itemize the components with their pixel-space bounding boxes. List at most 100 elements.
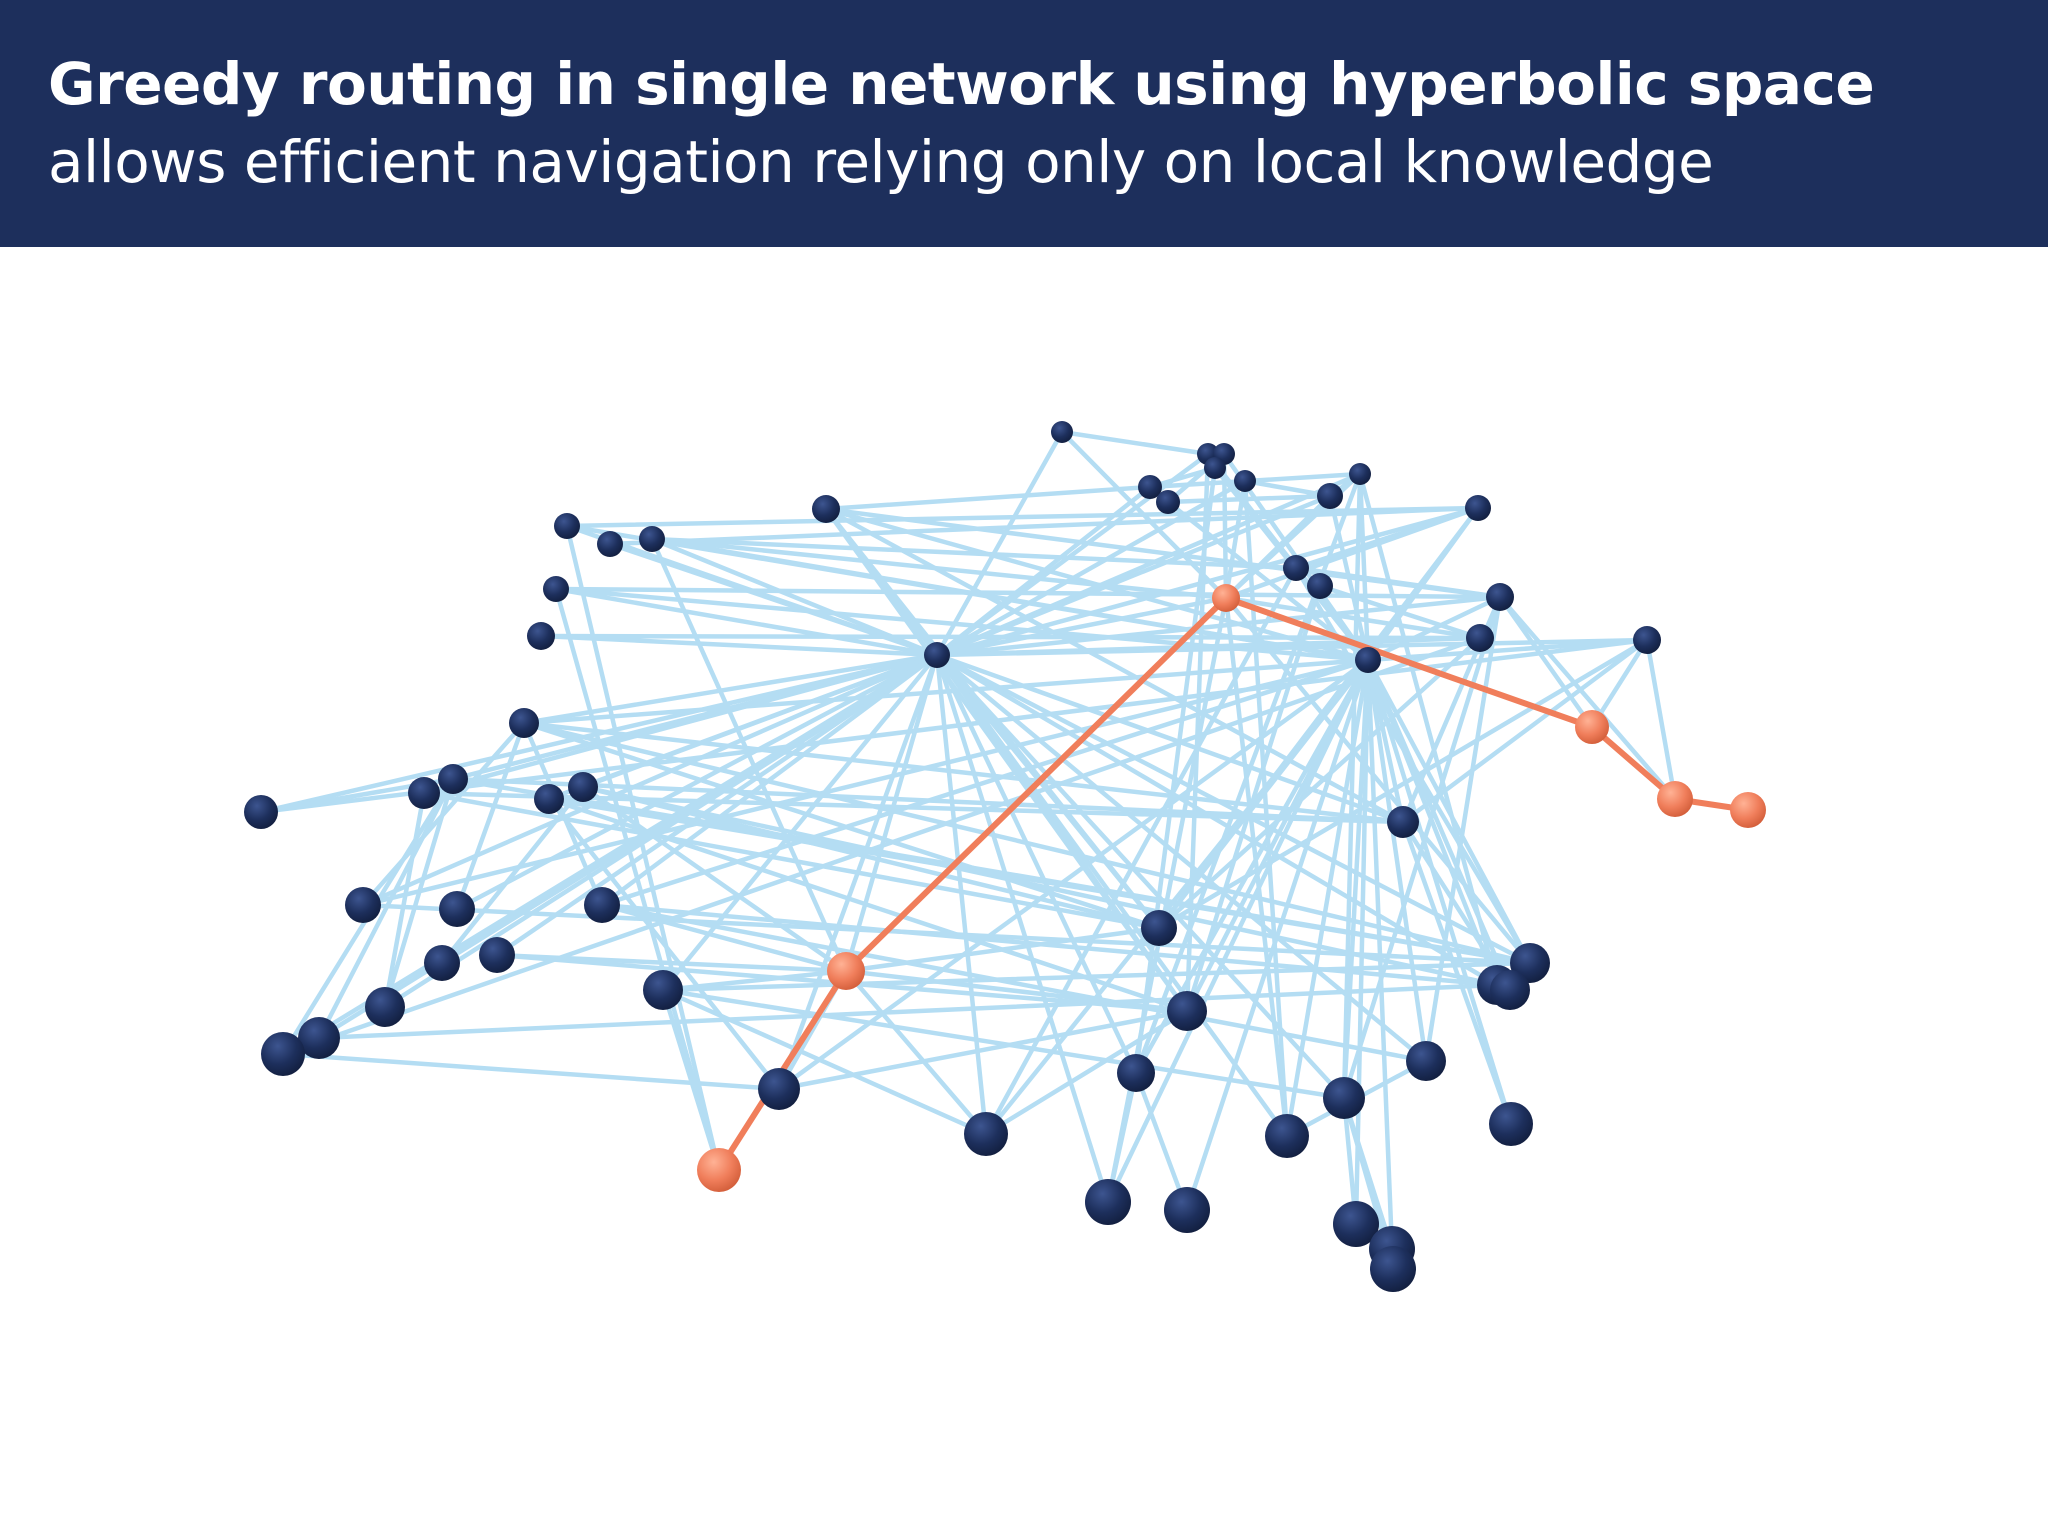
route-source-node	[697, 1148, 741, 1192]
network-edge	[1221, 451, 1229, 601]
network-edge	[934, 652, 1290, 1139]
network-edge	[934, 652, 1500, 988]
network-node	[1283, 555, 1309, 581]
network-node	[1489, 1102, 1533, 1146]
network-node	[1317, 483, 1343, 509]
slide-subtitle: allows efficient navigation relying only…	[48, 128, 1714, 196]
network-node	[1486, 583, 1514, 611]
route-node	[827, 952, 865, 990]
network-edge	[607, 505, 1481, 547]
network-node	[639, 526, 665, 552]
network-edge	[1059, 429, 1229, 601]
network-edge	[1223, 595, 1533, 966]
network-edge	[1223, 595, 1290, 1139]
network-node	[1323, 1077, 1365, 1119]
network-edge	[1365, 657, 1429, 1064]
route-target-node	[1730, 792, 1766, 828]
network-node	[1406, 1041, 1446, 1081]
network-edge	[316, 982, 1500, 1041]
network-nodes	[244, 421, 1766, 1292]
network-edge	[599, 657, 1371, 908]
network-node	[365, 987, 405, 1027]
network-node	[527, 622, 555, 650]
network-edge	[1184, 583, 1323, 1014]
network-edge	[934, 652, 989, 1137]
network-node	[1307, 573, 1333, 599]
network-edge	[934, 429, 1065, 658]
network-node	[408, 777, 440, 809]
network-edge	[1293, 565, 1503, 600]
network-edge	[521, 720, 1406, 825]
header-banner: Greedy routing in single network using h…	[0, 0, 2048, 247]
network-edge	[843, 652, 940, 974]
network-node	[1085, 1179, 1131, 1225]
network-edges	[258, 429, 1678, 1272]
network-edge	[983, 565, 1299, 1137]
network-edge	[1223, 493, 1333, 601]
network-node	[439, 891, 475, 927]
network-edge	[1223, 505, 1481, 601]
network-edge	[776, 657, 1371, 1092]
network-edge	[454, 720, 527, 912]
network-edge	[360, 652, 940, 908]
network-node	[1141, 910, 1177, 946]
network-edge	[1353, 657, 1371, 1227]
network-node	[543, 576, 569, 602]
network-edge	[1365, 637, 1650, 663]
network-edge	[660, 968, 849, 993]
network-node	[924, 642, 950, 668]
network-edge	[599, 902, 1429, 1064]
network-node	[758, 1068, 800, 1110]
network-edge	[843, 968, 989, 1137]
network-node	[1355, 647, 1381, 673]
network-edge	[1059, 429, 1211, 457]
network-node	[568, 772, 598, 802]
network-node	[1156, 490, 1180, 514]
network-node	[1466, 624, 1494, 652]
network-node	[1370, 1246, 1416, 1292]
network-node	[1349, 463, 1371, 485]
network-edge	[649, 536, 1371, 663]
network-edge	[1400, 819, 1514, 1127]
slide-title: Greedy routing in single network using h…	[48, 50, 1875, 118]
network-edge	[599, 902, 849, 974]
route-edge	[843, 595, 1229, 974]
network-edge	[580, 784, 1162, 931]
network-edge	[1223, 478, 1248, 601]
network-edge	[1317, 583, 1483, 641]
network-edge	[439, 784, 586, 966]
network-edge	[316, 776, 456, 1041]
network-node	[261, 1032, 305, 1076]
network-node	[1387, 806, 1419, 838]
network-node	[554, 513, 580, 539]
network-edge	[649, 536, 1229, 601]
network-node	[1490, 970, 1530, 1010]
network-edge	[494, 652, 940, 958]
network-edge	[1105, 595, 1229, 1205]
network-edge	[649, 536, 849, 974]
network-node	[584, 887, 620, 923]
network-edge	[1497, 594, 1678, 802]
network-edge	[1242, 478, 1333, 499]
network-node	[1051, 421, 1073, 443]
network-edge	[776, 1008, 1190, 1092]
route-node	[1212, 584, 1240, 612]
network-edge	[546, 796, 1533, 966]
network-edge	[1165, 493, 1333, 505]
network-edge	[280, 1051, 782, 1092]
network-edge	[521, 720, 1162, 931]
network-edge	[1365, 657, 1514, 1127]
network-edge	[521, 652, 940, 726]
network-edge	[382, 790, 427, 1010]
network-edge	[564, 523, 722, 1173]
network-node	[534, 784, 564, 814]
route-node	[1575, 710, 1609, 744]
network-edge	[580, 784, 849, 974]
route-edge	[1589, 724, 1678, 802]
network-edge	[1341, 594, 1503, 1101]
network-node	[1204, 457, 1226, 479]
network-node	[597, 531, 623, 557]
network-node	[1465, 495, 1491, 521]
network-node	[1633, 626, 1661, 654]
network-node	[509, 708, 539, 738]
